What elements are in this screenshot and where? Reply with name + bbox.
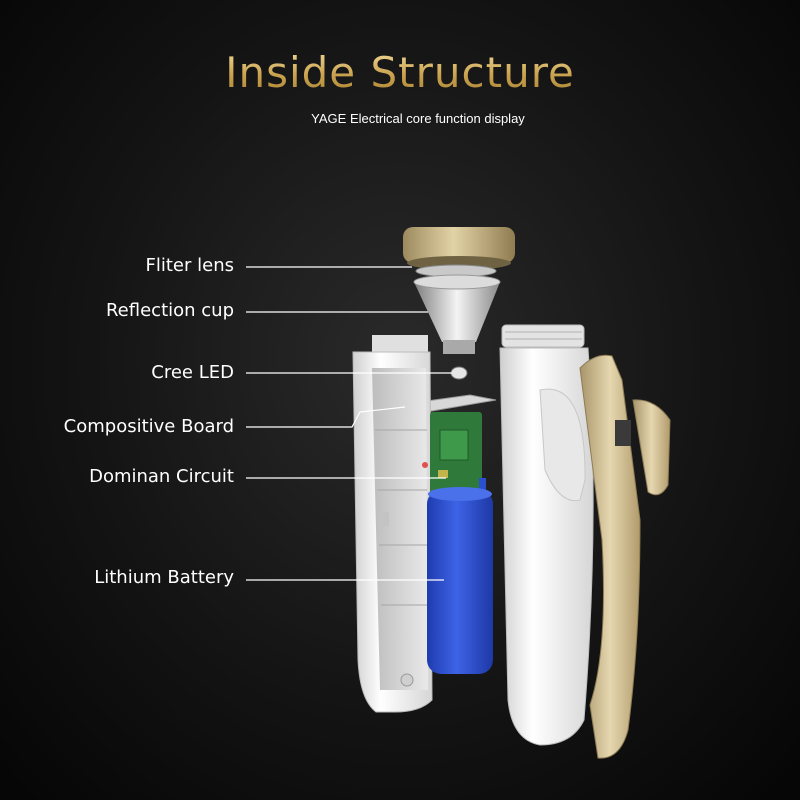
dominan-circuit [422,412,482,496]
filter-lens-cap [403,227,515,278]
pocket-clip [579,354,671,759]
cree-led [450,366,468,380]
leader-lines [246,266,452,581]
label-cree-led: Cree LED [151,362,234,383]
left-shell [352,335,433,713]
label-reflection-cup: Reflection cup [105,300,234,321]
page-title: Inside Structure [0,48,800,97]
page-subtitle: YAGE Electrical core function display [311,111,525,126]
reflection-cup [413,274,501,354]
label-lithium-battery: Lithium Battery [94,567,234,588]
label-dominan-circuit: Dominan Circuit [89,466,234,487]
label-filter-lens: Fliter lens [145,255,234,276]
right-shell [499,324,594,746]
leader-compositive-board [246,406,406,428]
label-compositive-board: Compositive Board [63,416,234,437]
lithium-battery [427,478,493,674]
